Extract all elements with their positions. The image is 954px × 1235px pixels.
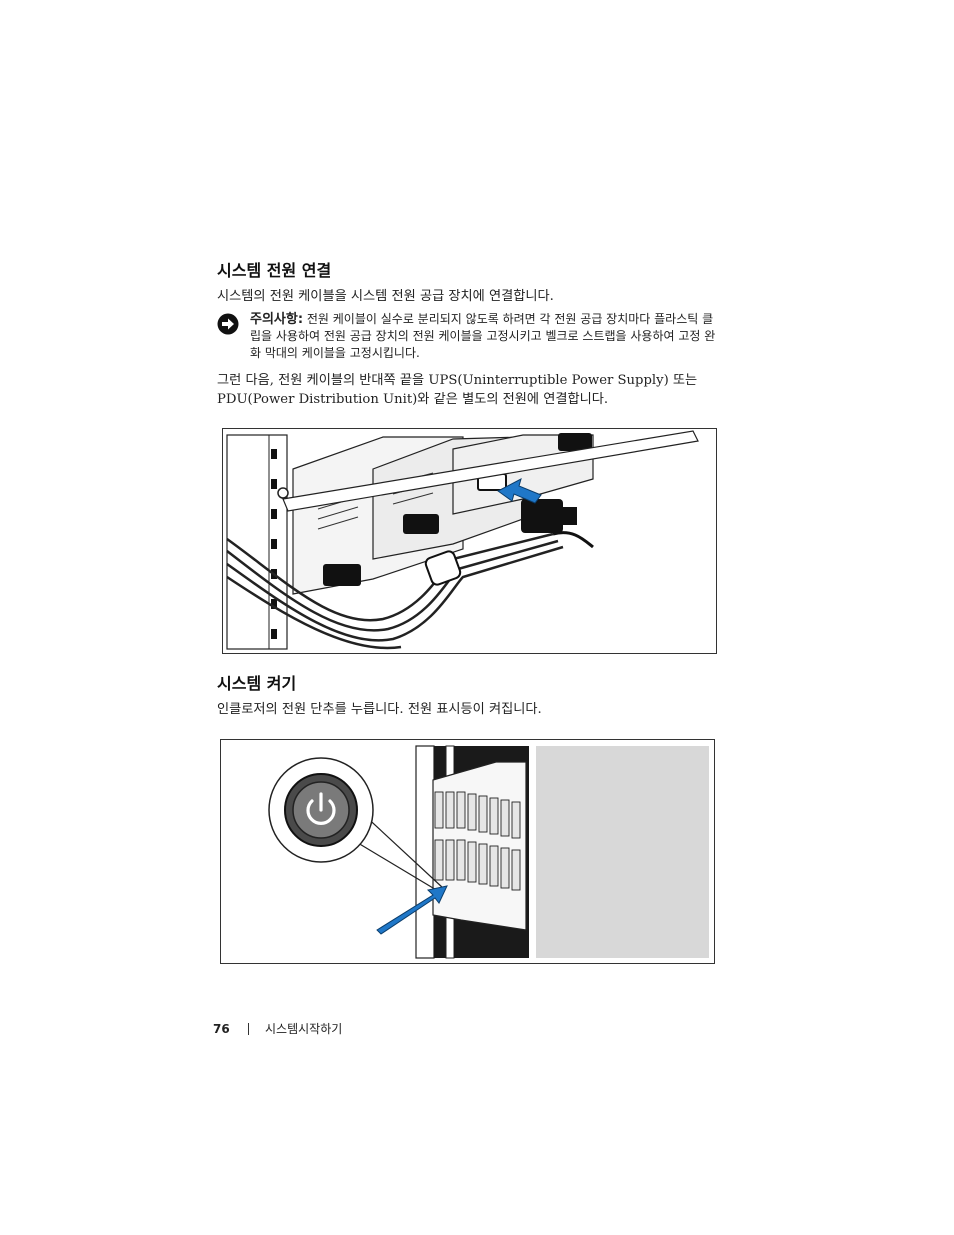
- figure-power-button: [220, 739, 715, 964]
- notice-arrow-icon: [217, 313, 239, 335]
- section-heading-power-on: 시스템 켜기: [217, 674, 297, 693]
- footer-chapter-title: 시스템시작하기: [265, 1022, 343, 1036]
- footer-divider: [248, 1023, 249, 1035]
- notice-block: 주의사항: 전원 케이블이 실수로 분리되지 않도록 하려면 각 전원 공급 장…: [217, 311, 717, 367]
- power-icon: [306, 792, 336, 825]
- notice-label: 주의사항:: [250, 312, 304, 327]
- paragraph-ups-pdu: 그런 다음, 전원 케이블의 반대쪽 끝을 UPS(Uninterruptibl…: [217, 373, 698, 407]
- notice-body: 전원 케이블이 실수로 분리되지 않도록 하려면 각 전원 공급 장치마다 플라…: [250, 312, 716, 360]
- figure-power-cable-connection: [222, 428, 717, 654]
- illustration-power-cable: [226, 430, 699, 650]
- paragraph-connect-cable: 시스템의 전원 케이블을 시스템 전원 공급 장치에 연결합니다.: [217, 289, 554, 304]
- illustration-enclosure-power: [268, 745, 709, 959]
- paragraph-press-power-button: 인클로저의 전원 단추를 누릅니다. 전원 표시등이 켜집니다.: [217, 702, 542, 717]
- notice-text: 주의사항: 전원 케이블이 실수로 분리되지 않도록 하려면 각 전원 공급 장…: [250, 311, 716, 362]
- section-heading-power-connect: 시스템 전원 연결: [217, 261, 332, 280]
- page-number: 76: [213, 1022, 230, 1036]
